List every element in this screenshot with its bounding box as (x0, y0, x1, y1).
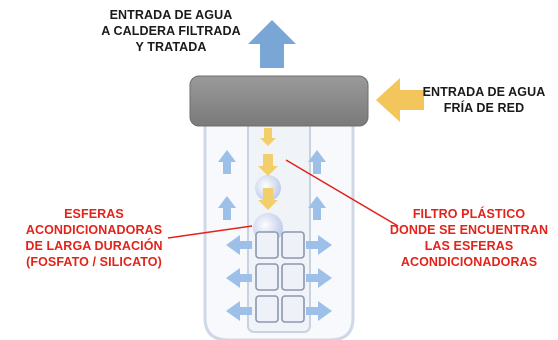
radial-flow-arrow-icon (226, 235, 332, 321)
housing-cap (189, 75, 369, 127)
outlet-label: ENTRADA DE AGUA A CALDERA FILTRADA Y TRA… (101, 8, 241, 54)
filter-leader-line (285, 159, 399, 227)
filter-label: FILTRO PLÁSTICO DONDE SE ENCUENTRAN LAS … (389, 207, 549, 269)
spheres-leader-line (167, 225, 253, 239)
down-flow-arrow-icon (258, 128, 278, 210)
inlet-label: ENTRADA DE AGUA FRÍA DE RED (422, 85, 546, 115)
outlet-arrow-icon (248, 20, 296, 68)
inlet-arrow-icon (376, 78, 424, 122)
spheres-label: ESFERAS ACONDICIONADORAS DE LARGA DURACI… (25, 207, 163, 269)
up-flow-arrow-icon (218, 150, 326, 220)
sphere-cartridges (255, 231, 305, 323)
